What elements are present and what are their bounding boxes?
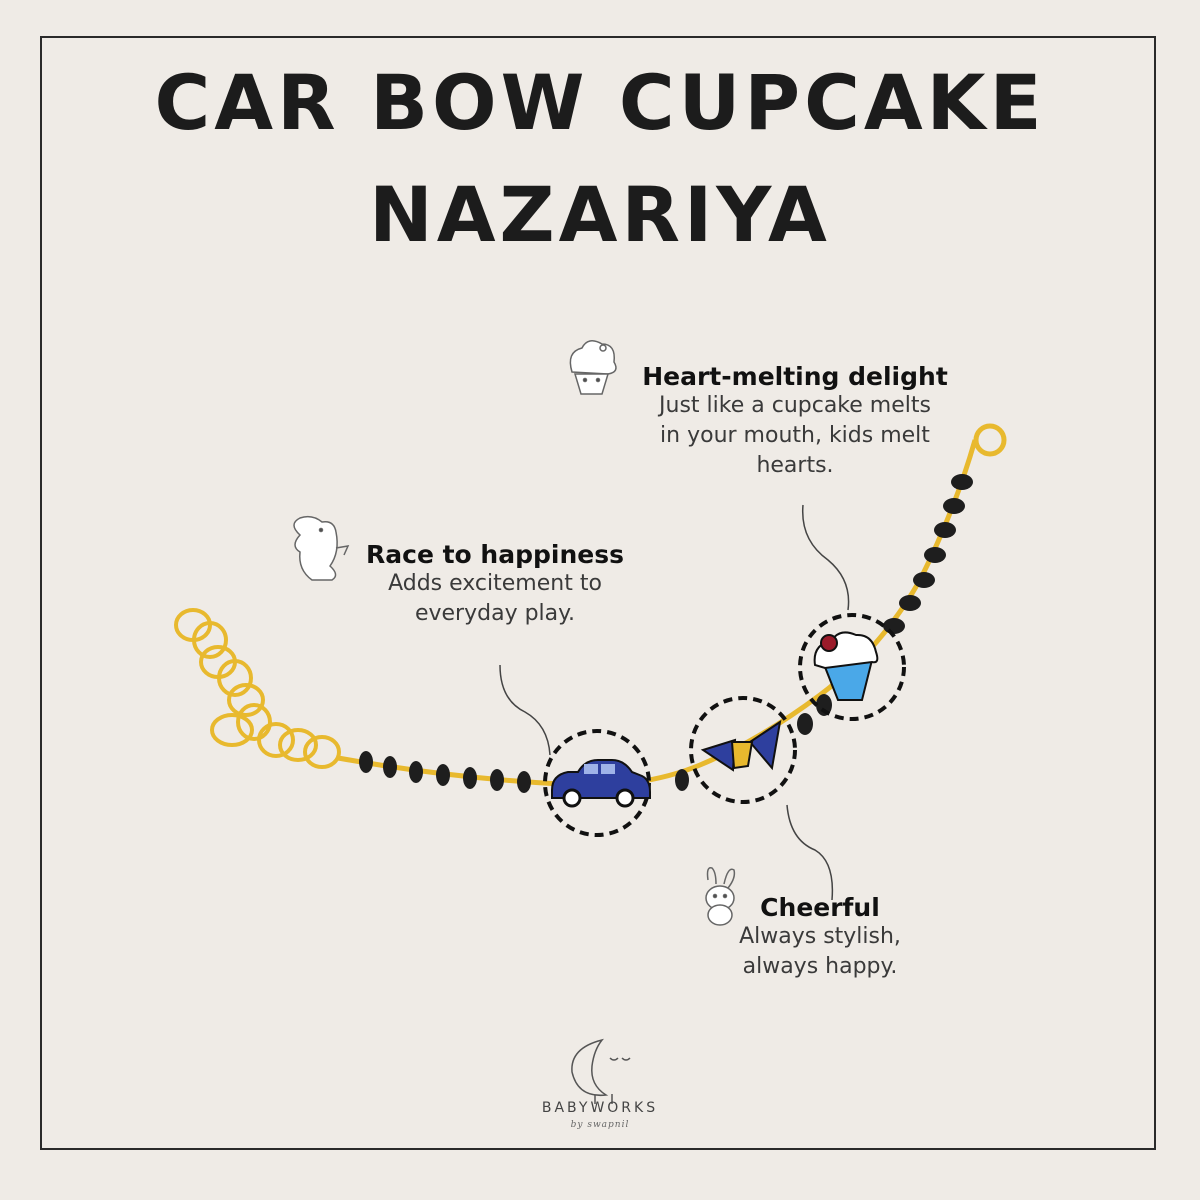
callout-car-desc-1: Adds excitement to: [388, 571, 602, 596]
callout-cupcake-heading: Heart-melting delight: [642, 362, 948, 391]
callout-cupcake-desc-3: hearts.: [756, 453, 834, 478]
pointer-lines: [499, 504, 850, 901]
brand-tagline: by swapnil: [570, 1120, 630, 1130]
callout-car-desc-2: everyday play.: [414, 601, 576, 626]
moon-icon: [571, 1038, 631, 1104]
callout-cupcake-desc-2: in your mouth, kids melt: [660, 423, 930, 448]
callout-bow-desc-2: always happy.: [742, 954, 898, 979]
callout-cupcake: Heart-melting delight Just like a cupcak…: [620, 362, 970, 481]
title-line-2: NAZARIYA: [369, 170, 831, 259]
callout-car: Race to happiness Adds excitement to eve…: [350, 540, 640, 629]
callout-bow-heading: Cheerful: [760, 893, 880, 922]
title-line-1: CAR BOW CUPCAKE: [154, 58, 1046, 147]
car-charm: [551, 759, 651, 808]
border-frame: [40, 36, 1156, 1150]
bow-charm: [700, 719, 782, 772]
callout-bow-desc-1: Always stylish,: [739, 924, 901, 949]
callout-bow: Cheerful Always stylish, always happy.: [700, 893, 940, 982]
dinosaur-icon: [293, 515, 350, 581]
black-beads: [359, 474, 973, 793]
clasp-ring: [973, 423, 1007, 457]
callout-cupcake-desc-1: Just like a cupcake melts: [659, 393, 931, 418]
brand-name: BABYWORKS: [541, 1100, 659, 1116]
bunny-icon: [705, 867, 736, 926]
extension-chain: [174, 608, 341, 769]
cupcake-icon: [569, 340, 617, 395]
cupcake-charm: [813, 631, 879, 701]
callout-car-heading: Race to happiness: [366, 540, 624, 569]
